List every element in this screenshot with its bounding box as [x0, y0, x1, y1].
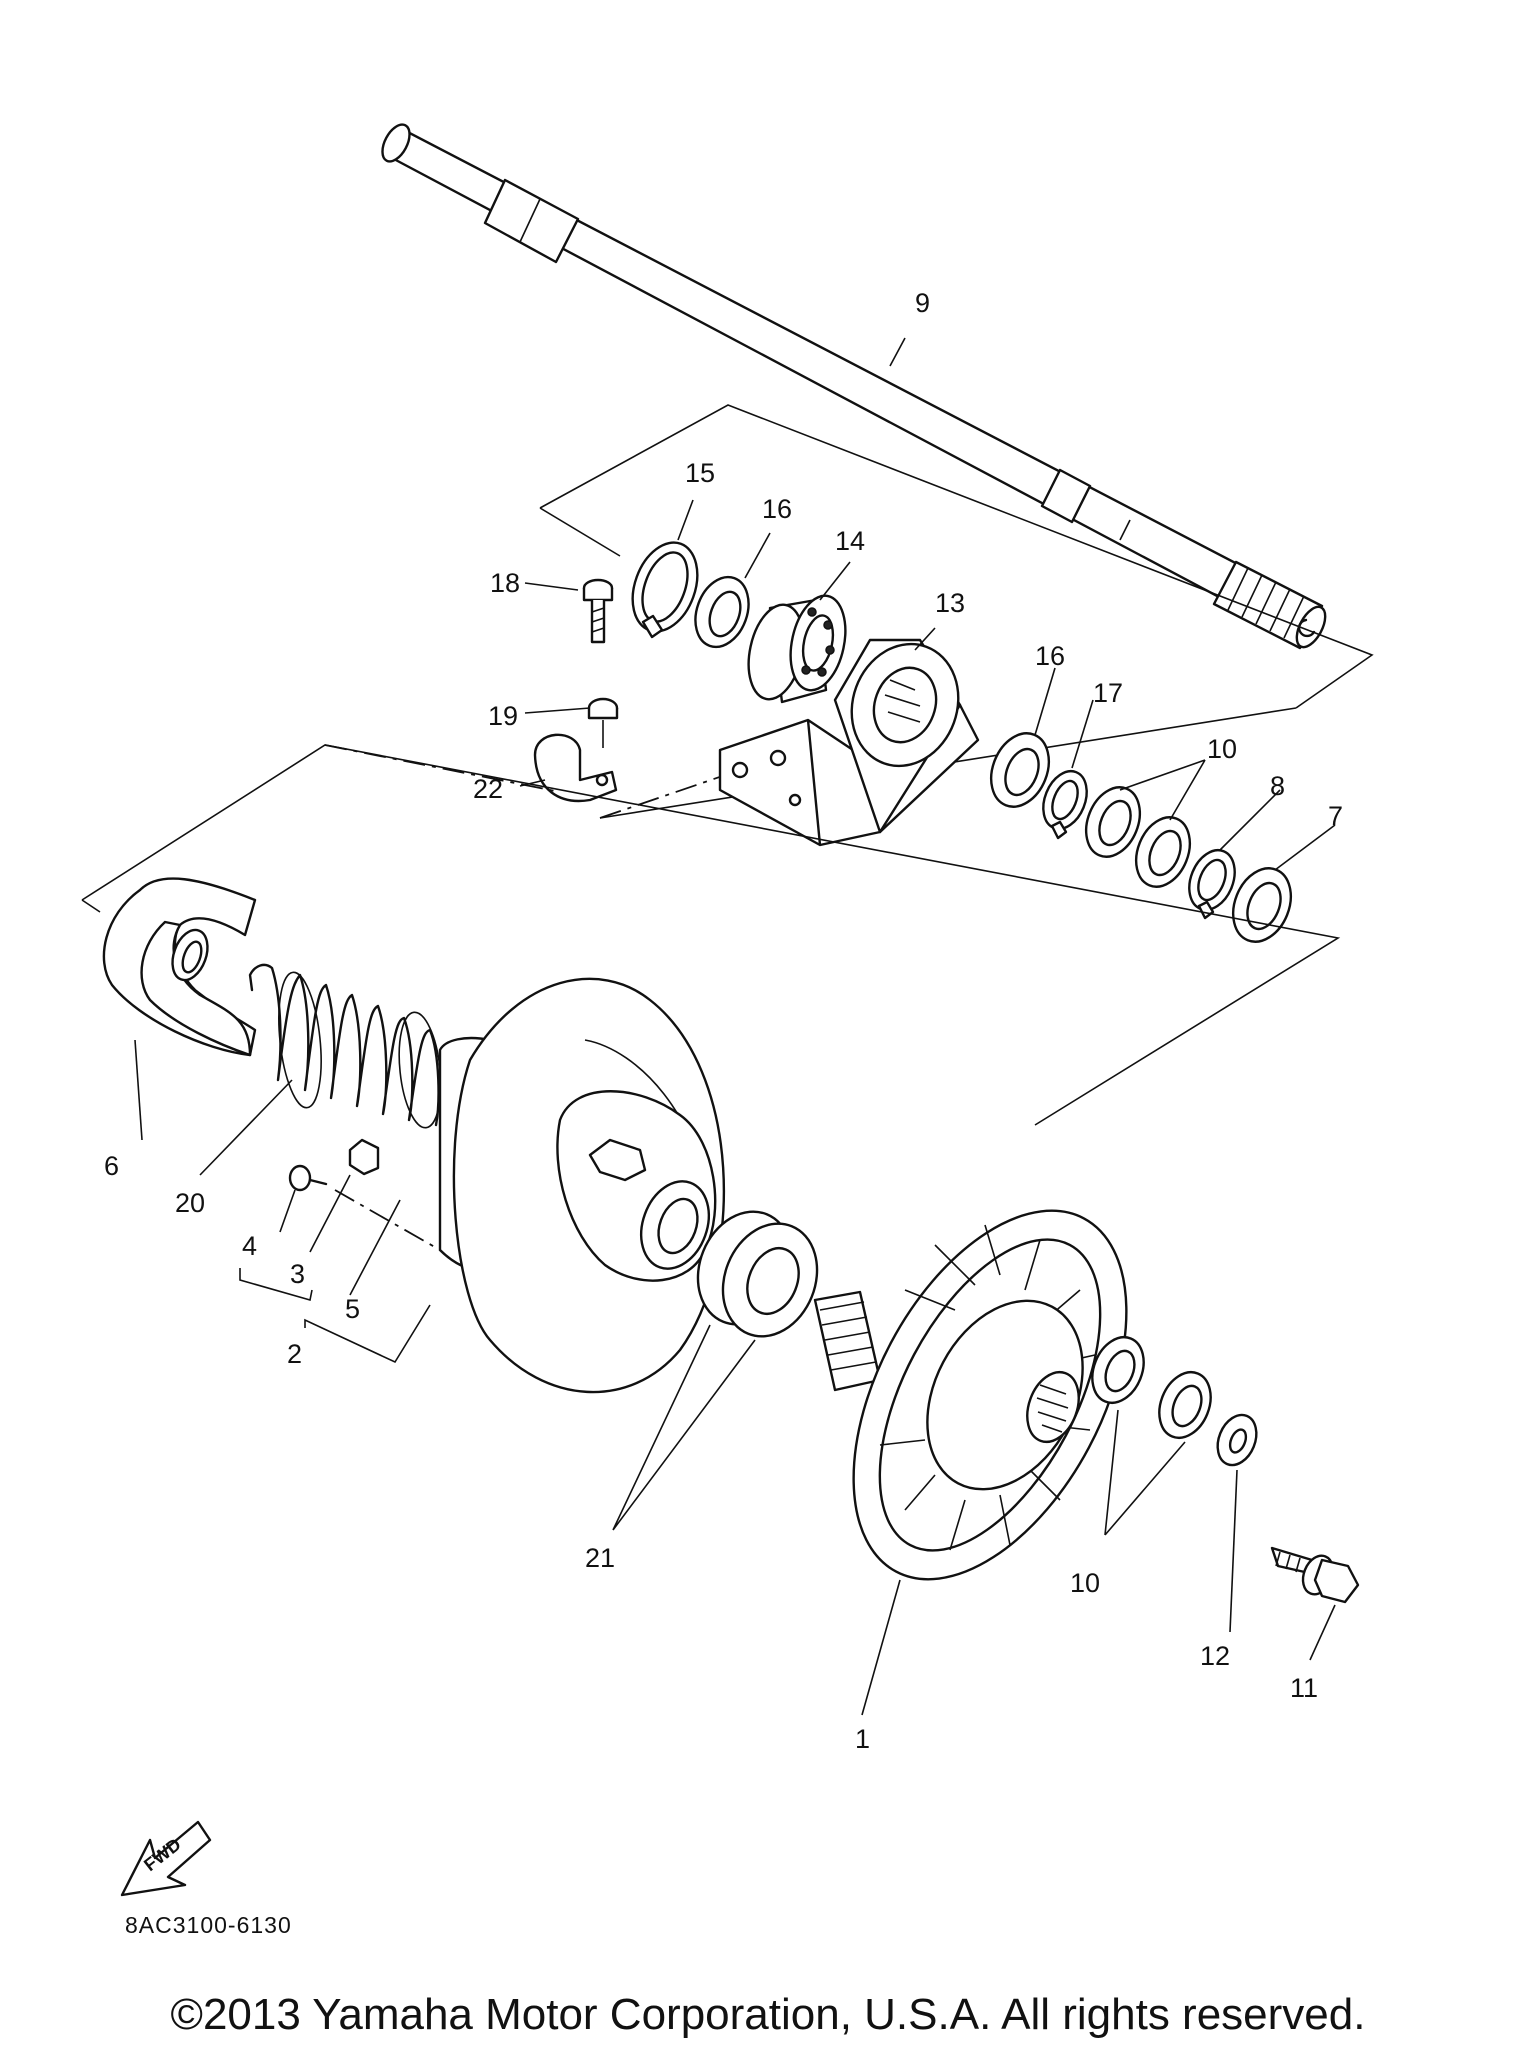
label-18: 18 — [490, 568, 520, 598]
circlip-part-15[interactable] — [621, 534, 709, 641]
bearing-part-14[interactable] — [741, 591, 854, 705]
label-1: 1 — [855, 1724, 870, 1754]
circlip-part-17[interactable] — [1035, 765, 1095, 840]
label-20: 20 — [175, 1188, 205, 1218]
collar-part-21[interactable] — [682, 1197, 834, 1350]
fixed-sheave-part-1[interactable] — [797, 1166, 1183, 1624]
bolt-part-18[interactable] — [582, 578, 614, 644]
sheave-part-5[interactable] — [438, 977, 726, 1394]
washer-part-12[interactable] — [1211, 1409, 1264, 1471]
label-10-lower: 10 — [1070, 1568, 1100, 1598]
label-3: 3 — [290, 1259, 305, 1289]
label-4: 4 — [242, 1231, 257, 1261]
label-11: 11 — [1290, 1673, 1318, 1703]
slider-part-3[interactable] — [348, 1138, 380, 1176]
copyright-notice: ©2013 Yamaha Motor Corporation, U.S.A. A… — [170, 1990, 1366, 2039]
label-13: 13 — [935, 588, 965, 618]
label-14: 14 — [835, 526, 865, 556]
nut-part-19[interactable] — [587, 697, 619, 720]
leader-9 — [889, 337, 906, 367]
label-16-upper: 16 — [762, 494, 792, 524]
bearing-housing-part-13[interactable] — [718, 629, 980, 847]
drawing-code: 8AC3100-6130 — [125, 1912, 292, 1938]
label-8: 8 — [1270, 771, 1285, 801]
label-10-upper: 10 — [1207, 734, 1237, 764]
lower-assembly-outline — [81, 744, 1341, 1126]
leader-lines — [134, 499, 1336, 1716]
label-17: 17 — [1093, 678, 1123, 708]
label-22: 22 — [473, 774, 503, 804]
shaft-part-9[interactable] — [377, 120, 1331, 651]
label-2: 2 — [287, 1339, 302, 1369]
spring-part-20[interactable] — [248, 963, 446, 1130]
label-12: 12 — [1200, 1641, 1230, 1671]
screw-part-4[interactable] — [288, 1164, 328, 1192]
washers-part-10-upper[interactable] — [1076, 779, 1199, 894]
clamp-part-22[interactable] — [533, 733, 618, 803]
collar-part-16-upper[interactable] — [686, 570, 758, 655]
label-16-lower: 16 — [1035, 641, 1065, 671]
label-6: 6 — [104, 1151, 119, 1181]
bolt-part-11[interactable] — [1270, 1546, 1360, 1604]
label-21: 21 — [585, 1543, 615, 1573]
upper-center-line — [599, 769, 741, 819]
label-5: 5 — [345, 1294, 360, 1324]
label-9: 9 — [915, 288, 930, 318]
circlip-part-8[interactable] — [1181, 843, 1243, 920]
sheave-center-line — [334, 1189, 441, 1251]
part-number-labels: 9 15 16 14 18 13 16 17 19 10 8 22 7 6 20… — [104, 288, 1343, 1754]
label-7: 7 — [1328, 801, 1343, 831]
fwd-arrow-icon: FWD — [120, 1820, 212, 1897]
washers-part-10-lower[interactable] — [1083, 1329, 1220, 1445]
cam-part-6[interactable] — [102, 877, 257, 1057]
label-19: 19 — [488, 701, 518, 731]
label-15: 15 — [685, 458, 715, 488]
